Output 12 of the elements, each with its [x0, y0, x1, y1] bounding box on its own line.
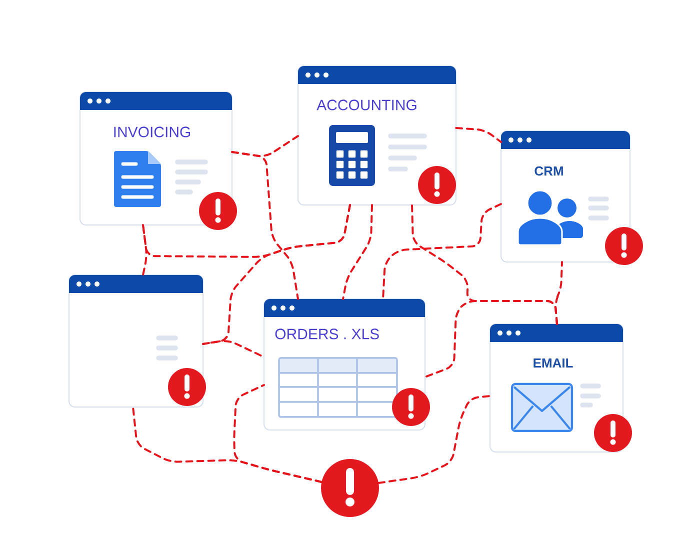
dashed-connector [382, 203, 502, 300]
app-window [68, 274, 204, 408]
dashed-connector [378, 395, 491, 484]
dashed-connector [554, 261, 563, 325]
dashed-connector [233, 384, 323, 483]
dashed-connector [202, 340, 265, 358]
alert-circle [321, 459, 379, 517]
dashed-connector [142, 224, 148, 276]
dashed-connector [455, 127, 502, 143]
dashed-connector [424, 300, 558, 378]
dashed-connector [342, 204, 373, 300]
dashed-connector [231, 151, 299, 300]
